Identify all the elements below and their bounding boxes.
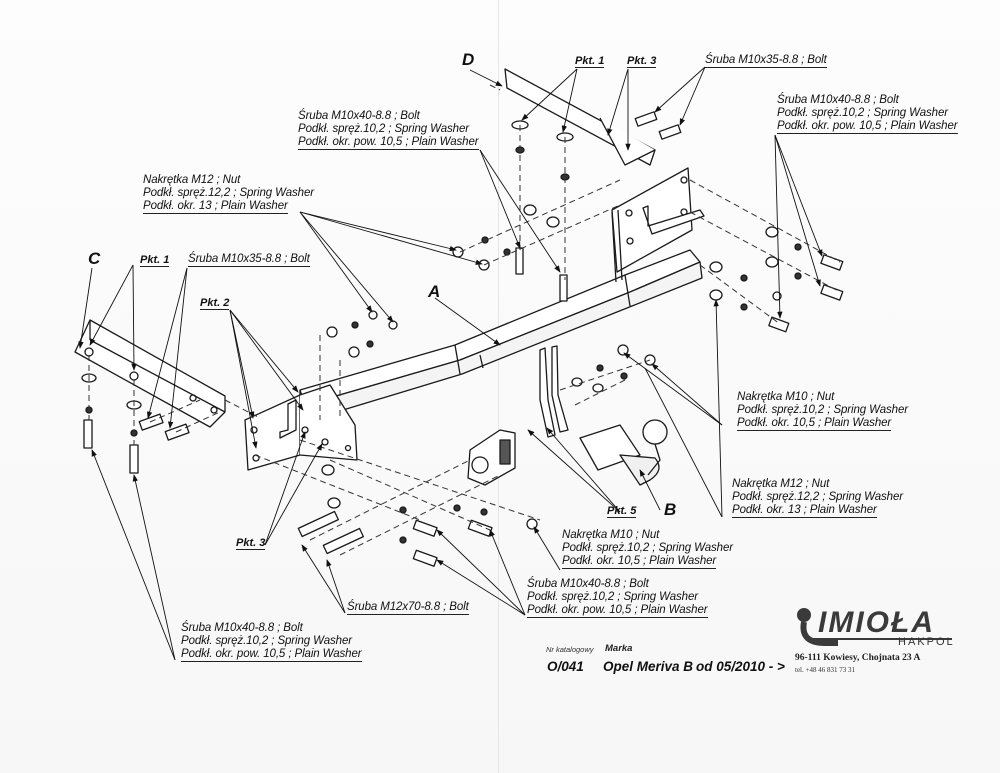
callout-nut-m10-right: Nakrętka M10 ; Nut Podkł. spręż.10,2 ; S… bbox=[737, 391, 908, 431]
catalog-number: O/041 bbox=[547, 659, 584, 674]
part-letter-a: A bbox=[428, 282, 441, 301]
plate-part-d bbox=[504, 68, 656, 166]
part-letter-b: B bbox=[664, 500, 677, 519]
crossbar-part-a bbox=[299, 249, 703, 421]
angle-bracket-part-c bbox=[74, 319, 226, 428]
paper-fold-line bbox=[498, 0, 499, 773]
callout-bolt-m10x35-left: Śruba M10x35-8.8 ; Bolt bbox=[188, 253, 310, 267]
pkt-5-label: Pkt. 5 bbox=[607, 505, 637, 518]
part-letter-d: D bbox=[462, 50, 475, 69]
tow-ball-part-b bbox=[579, 419, 668, 486]
callout-nut-m12-right: Nakrętka M12 ; Nut Podkł. spręż.12,2 ; S… bbox=[732, 478, 903, 518]
socket-plate bbox=[467, 429, 516, 486]
callout-nut-m12-left: Nakrętka M12 ; Nut Podkł. spręż.12,2 ; S… bbox=[143, 174, 314, 214]
manufacturer-address: 96-111 Kowiesy, Chojnata 23 A bbox=[795, 653, 921, 663]
pkt-2-label: Pkt. 2 bbox=[200, 297, 230, 310]
pkt-3-bottom-label: Pkt. 3 bbox=[236, 537, 266, 550]
callout-bolt-m10x40-top-center: Śruba M10x40-8.8 ; Bolt Podkł. spręż.10,… bbox=[298, 110, 479, 150]
assembly-guide-lines bbox=[88, 84, 841, 556]
callout-leader-lines bbox=[78, 66, 823, 661]
callout-bolt-m12x70: Śruba M12x70-8.8 ; Bolt bbox=[347, 601, 469, 615]
right-mounting-bracket bbox=[611, 167, 705, 283]
ball-mount-hangers bbox=[539, 345, 569, 438]
logo-underline bbox=[812, 638, 952, 640]
manufacturer-phone: tel. +48 46 831 73 31 bbox=[795, 666, 855, 674]
pkt-1-top-label: Pkt. 1 bbox=[575, 55, 605, 68]
brand-label: Marka bbox=[605, 643, 633, 654]
pkt-1-left-label: Pkt. 1 bbox=[140, 254, 170, 267]
tow-hook-logo-icon bbox=[797, 608, 838, 646]
catalog-number-label: Nr katalogowy bbox=[546, 645, 594, 654]
manufacturer-logo: IMIOŁA bbox=[818, 606, 935, 639]
callout-bolt-m10x40-bottom-left: Śruba M10x40-8.8 ; Bolt Podkł. spręż.10,… bbox=[181, 622, 362, 662]
callout-nut-m10-bottom: Nakrętka M10 ; Nut Podkł. spręż.10,2 ; S… bbox=[562, 529, 733, 569]
vehicle-model: Opel Meriva B bbox=[603, 659, 694, 674]
callout-bolt-m10x40-bottom-center: Śruba M10x40-8.8 ; Bolt Podkł. spręż.10,… bbox=[527, 578, 708, 618]
callout-bolt-m10x35-top: Śruba M10x35-8.8 ; Bolt bbox=[705, 54, 827, 68]
production-date: od 05/2010 - > bbox=[696, 659, 785, 674]
manufacturer-sub: HAKPOL bbox=[898, 636, 955, 648]
left-mounting-bracket bbox=[244, 384, 358, 471]
part-letter-c: C bbox=[88, 249, 101, 268]
pkt-3-top-label: Pkt. 3 bbox=[627, 55, 657, 68]
callout-bolt-m10x40-top-right: Śruba M10x40-8.8 ; Bolt Podkł. spręż.10,… bbox=[777, 94, 958, 134]
